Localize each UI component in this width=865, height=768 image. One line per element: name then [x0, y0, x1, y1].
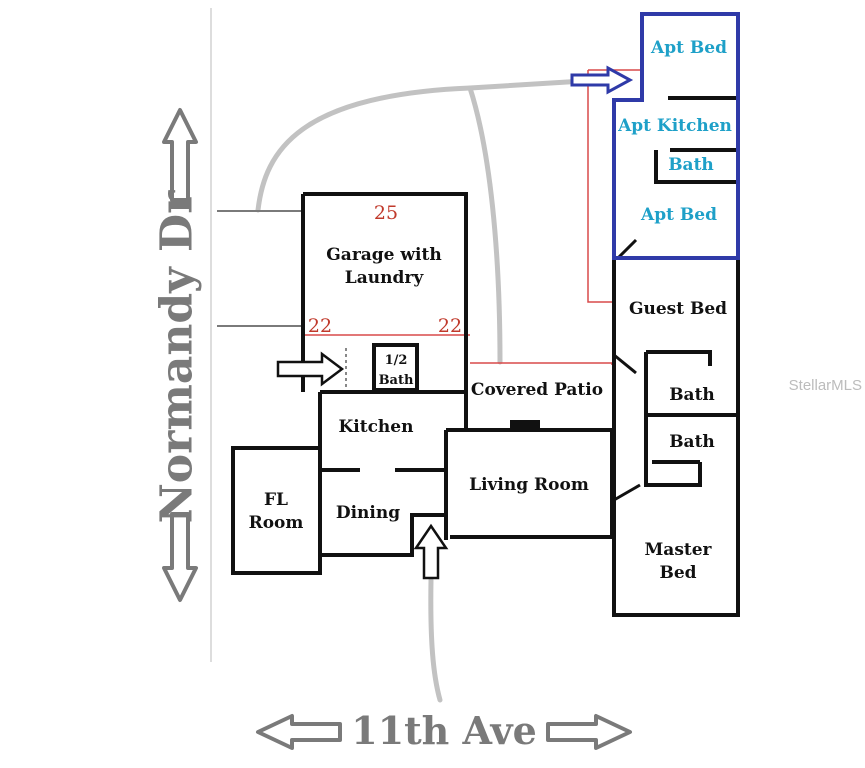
room-label-fl-room-line2: Room: [249, 513, 304, 533]
apt-label-bed-top: Apt Bed: [650, 38, 727, 58]
apartment-entry-arrow-icon: [570, 65, 634, 95]
room-label-half-bath-line2: Bath: [379, 373, 414, 388]
room-label-half-bath-line1: 1/2: [385, 353, 408, 368]
apt-label-kitchen: Apt Kitchen: [617, 116, 732, 136]
dimension-garage-top: 25: [374, 202, 398, 224]
walkway-to-garage: [255, 85, 473, 213]
apartment-walls: [612, 12, 740, 260]
right-wing-outer-wall: [612, 258, 740, 617]
room-label-master-line2: Bed: [659, 563, 696, 583]
street-label-avenue: 11th Ave: [351, 708, 537, 753]
room-label-living-room: Living Room: [469, 475, 589, 495]
red-outlines: [302, 69, 640, 365]
normandy-arrow-down-icon: [162, 512, 198, 602]
guest-bed-door: [613, 353, 637, 375]
room-label-garage-line2: Laundry: [345, 268, 425, 288]
kitchen-wall-top: [320, 390, 468, 430]
side-entry-arrow-icon: [276, 351, 345, 387]
dimension-garage-left: 22: [308, 315, 332, 337]
room-label-covered-patio: Covered Patio: [471, 380, 603, 400]
walkway-paths: [255, 77, 603, 703]
front-entry-arrow-icon: [413, 523, 449, 580]
apt-label-bath: Bath: [668, 155, 714, 175]
bath-upper-inner-wall: [644, 350, 712, 415]
walkway-to-entry: [428, 577, 443, 703]
door-swings: [613, 238, 641, 502]
room-label-bath-upper: Bath: [669, 385, 715, 405]
room-label-kitchen: Kitchen: [339, 417, 414, 437]
room-label-dining: Dining: [336, 503, 400, 523]
room-label-garage-line1: Garage with: [326, 245, 441, 265]
apartment-door: [616, 238, 638, 260]
room-label-fl-room-line1: FL: [264, 490, 288, 510]
master-bed-door: [613, 483, 641, 502]
fl-room-wall: [231, 446, 322, 575]
dimension-garage-right: 22: [438, 315, 462, 337]
bath-lower-inner-wall: [644, 415, 702, 487]
apartment-outline: [612, 12, 740, 260]
watermark: StellarMLS: [789, 377, 862, 394]
patio-red-outline: [470, 362, 613, 365]
avenue-arrow-left-icon: [256, 714, 342, 750]
patio-step: [510, 420, 540, 430]
apt-bath-wall-lower: [654, 150, 736, 184]
apartment-inner-walls: [654, 96, 736, 184]
street-label-normandy: Normandy Dr: [152, 190, 203, 524]
normandy-arrow-up-icon: [162, 108, 198, 202]
walls: [231, 192, 740, 617]
avenue-arrow-right-icon: [546, 714, 632, 750]
garage-wall-top-right: [303, 192, 468, 392]
dining-bottom-wall: [320, 513, 446, 557]
room-label-guest-bed: Guest Bed: [629, 299, 727, 319]
apt-label-bed-bottom: Apt Bed: [640, 205, 717, 225]
room-label-bath-lower: Bath: [669, 432, 715, 452]
walkway-to-patio: [467, 85, 503, 365]
room-label-master-line1: Master: [644, 540, 712, 560]
